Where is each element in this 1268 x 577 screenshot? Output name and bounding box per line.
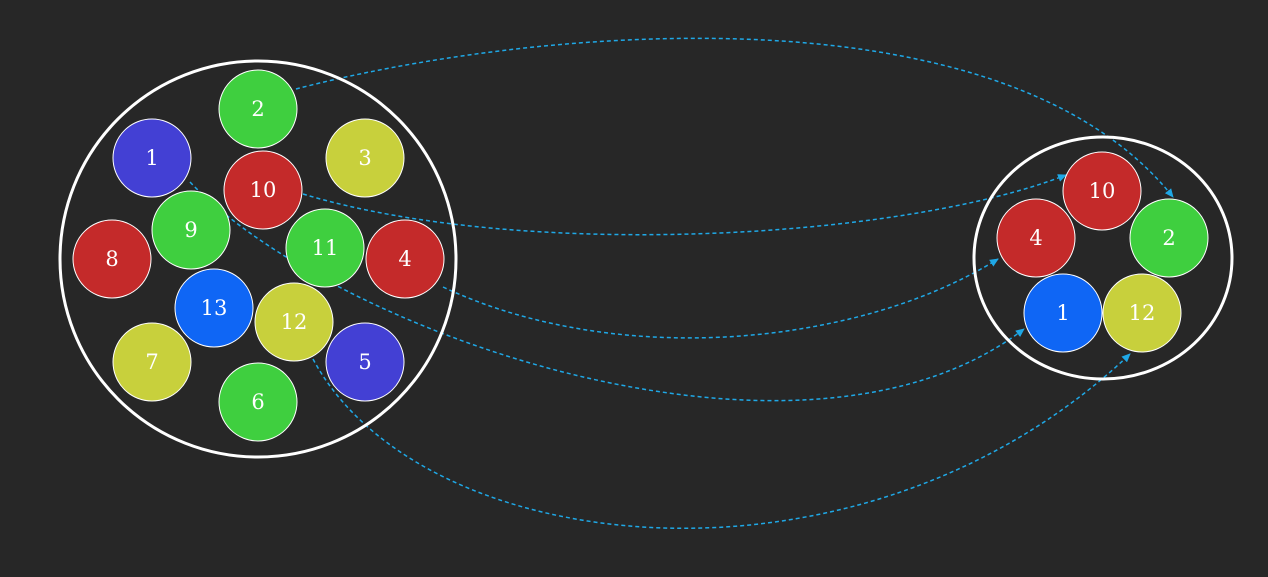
source-node-6 [218, 362, 298, 442]
target-node-12 [1102, 273, 1182, 353]
arrow-4-to-4 [442, 258, 999, 339]
target-node-2 [1129, 198, 1209, 278]
target-node-4 [996, 198, 1076, 278]
source-node-label-2: 2 [251, 97, 264, 121]
source-node-label-6: 6 [251, 390, 264, 414]
source-node-13 [174, 268, 254, 348]
source-node-4 [365, 219, 445, 299]
source-set-outline [58, 59, 458, 459]
target-node-label-2: 2 [1162, 226, 1175, 250]
target-set-outline [972, 135, 1234, 381]
source-node-label-12: 12 [281, 310, 308, 334]
source-node-label-8: 8 [105, 247, 118, 271]
mapping-arrows [189, 37, 1174, 529]
source-node-12 [254, 282, 334, 362]
source-node-2 [218, 69, 298, 149]
source-node-label-10: 10 [250, 178, 277, 202]
target-node-label-10: 10 [1089, 179, 1116, 203]
source-node-5 [325, 322, 405, 402]
target-set-nodes: 10 4 2 1 12 [996, 151, 1209, 353]
target-node-label-4: 4 [1029, 226, 1042, 250]
arrow-1-to-1 [189, 181, 1025, 402]
source-node-label-13: 13 [201, 296, 228, 320]
arrow-12-to-12 [312, 353, 1131, 529]
target-node-label-12: 12 [1129, 301, 1156, 325]
source-node-9 [151, 190, 231, 270]
target-node-label-1: 1 [1056, 301, 1069, 325]
source-node-label-3: 3 [358, 146, 371, 170]
target-node-10 [1062, 151, 1142, 231]
source-node-label-5: 5 [358, 350, 371, 374]
source-node-3 [325, 118, 405, 198]
arrow-2-to-2 [295, 37, 1174, 198]
source-node-8 [72, 219, 152, 299]
source-node-1 [112, 118, 192, 198]
source-node-label-4: 4 [398, 247, 411, 271]
source-node-label-7: 7 [145, 350, 158, 374]
source-node-10 [223, 150, 303, 230]
source-node-7 [112, 322, 192, 402]
source-node-11 [285, 208, 365, 288]
arrow-10-to-10 [302, 174, 1067, 236]
source-node-label-9: 9 [184, 218, 197, 242]
target-node-1 [1023, 273, 1103, 353]
source-node-label-1: 1 [145, 146, 158, 170]
source-node-label-11: 11 [312, 236, 339, 260]
